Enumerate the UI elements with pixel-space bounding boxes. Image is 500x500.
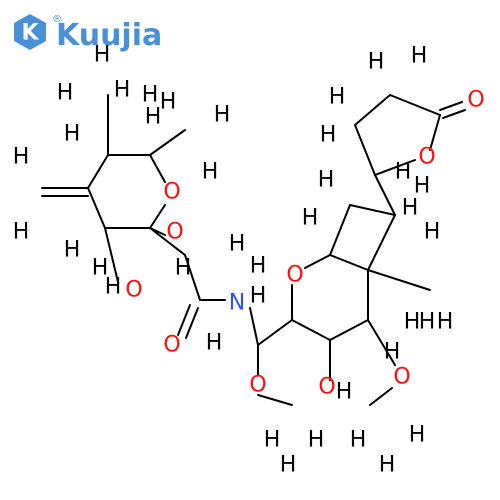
oxygen-atom: O <box>318 375 335 400</box>
hydrogen-atom: H <box>419 310 436 335</box>
hydrogen-atom: H <box>13 220 30 245</box>
hydrogen-atom: H <box>64 238 81 263</box>
hydrogen-atom: H <box>229 232 246 257</box>
oxygen-atom: O <box>467 88 484 113</box>
hydrogen-atom: H <box>114 78 131 103</box>
hydrogen-atom: H <box>302 206 319 231</box>
oxygen-atom: O <box>393 365 410 390</box>
oxygen-atom: O <box>418 145 435 170</box>
hydrogen-atom: H <box>350 428 367 453</box>
oxygen-atom: O <box>163 180 180 205</box>
hydrogen-atom: H <box>92 256 109 281</box>
oxygen-atom: O <box>286 263 303 288</box>
hydrogen-atom: H <box>320 123 337 148</box>
oxygen-atom: O <box>163 333 180 358</box>
hydrogen-atom: H <box>13 145 30 170</box>
hydrogen-atom: H <box>145 105 162 130</box>
hydrogen-atom: H <box>57 81 74 106</box>
hydrogen-atom: H <box>142 83 159 108</box>
hydrogen-atom: H <box>318 168 335 193</box>
hydrogen-atom: H <box>411 44 428 69</box>
hydrogen-atom: H <box>280 453 297 478</box>
hydrogen-atom: H <box>250 284 267 309</box>
hydrogen-atom: H <box>308 428 325 453</box>
oxygen-atom: O <box>249 373 266 398</box>
hydrogen-atom: H <box>404 310 421 335</box>
hydrogen-atom: H <box>202 160 219 185</box>
hydrogen-atom: H <box>64 122 81 147</box>
hydrogen-atom: H <box>414 174 431 199</box>
hydrogen-atom: H <box>424 220 441 245</box>
hydrogen-atom: H <box>105 275 122 300</box>
hydrogen-atom: H <box>402 196 419 221</box>
svg-text:K: K <box>21 21 39 46</box>
hydrogen-atom: H <box>437 310 454 335</box>
hydrogen-atom: H <box>264 428 281 453</box>
hexagon-k-icon <box>14 14 46 50</box>
hydrogen-atom: H <box>379 453 396 478</box>
oxygen-atom: O <box>166 220 183 245</box>
hydrogen-atom: H <box>94 43 111 68</box>
nitrogen-atom: N <box>229 291 245 316</box>
hydrogen-atom: H <box>160 90 177 115</box>
hydrogen-atom: H <box>395 160 412 185</box>
hydrogen-atom: H <box>368 50 385 75</box>
hydrogen-atom: H <box>384 340 401 365</box>
registered-mark: ® <box>52 14 62 25</box>
brand-logo: K Kuujia ® <box>14 14 162 53</box>
hydrogen-atom: H <box>329 85 346 110</box>
hydrogen-atom: H <box>175 256 192 281</box>
oxygen-atom: O <box>125 278 142 303</box>
brand-name: Kuujia <box>56 18 162 53</box>
hydrogen-atom: H <box>336 380 353 405</box>
atom-labels: O O O O O O O O O O N H H H H H H H H H … <box>13 43 485 478</box>
hydrogen-atom: H <box>206 331 223 356</box>
hydrogen-atom: H <box>214 103 231 128</box>
hydrogen-atom: H <box>409 423 426 448</box>
hydrogen-atom: H <box>250 254 267 279</box>
bonds <box>41 94 466 406</box>
